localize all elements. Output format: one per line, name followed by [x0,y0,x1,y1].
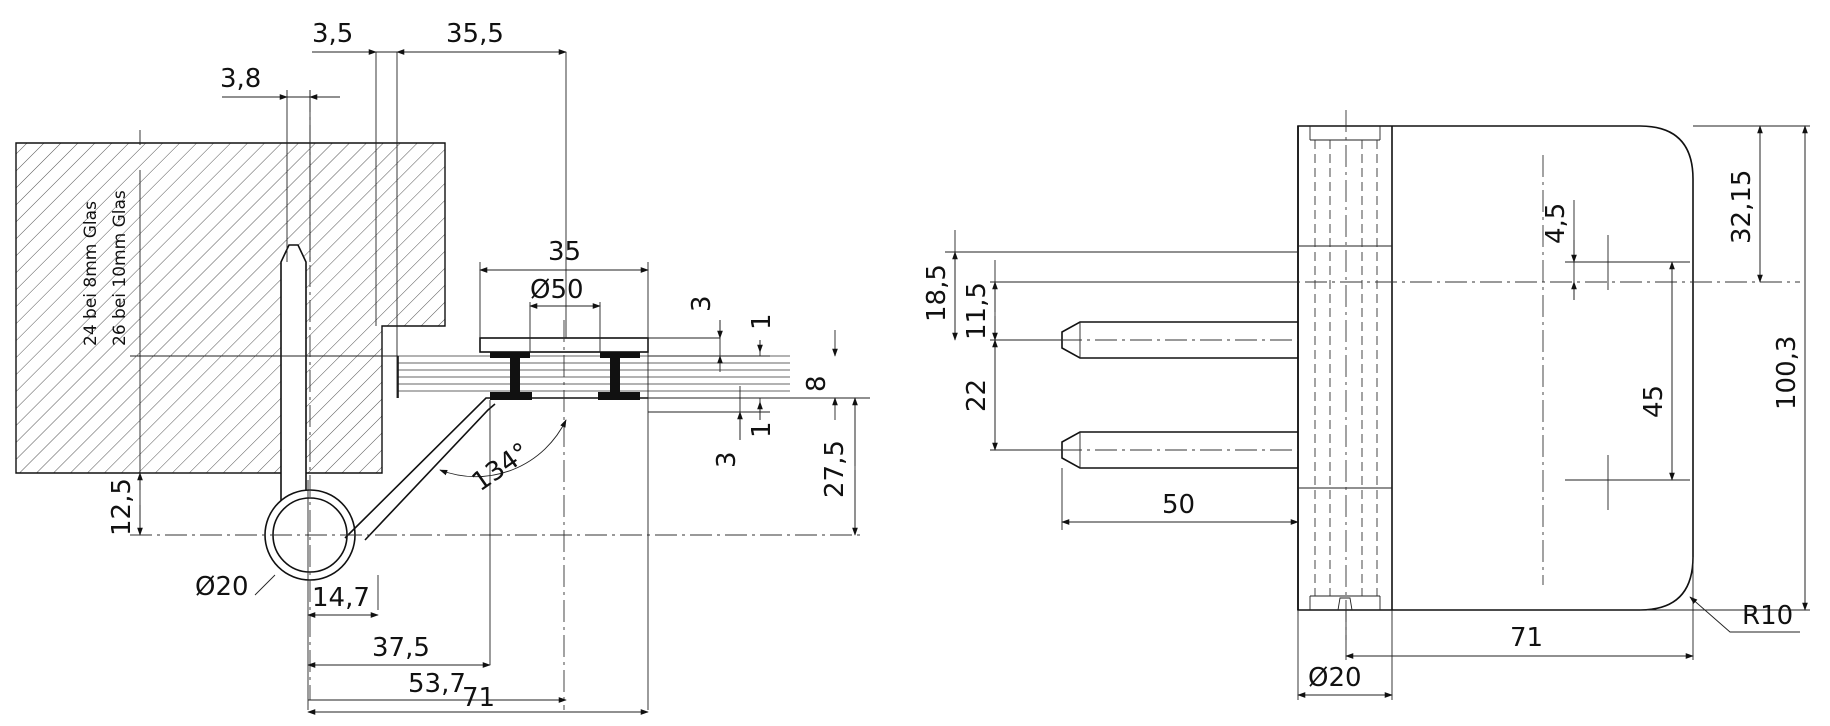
label-45: 45 [1639,385,1669,418]
hinge-arm [344,397,648,539]
label-53-7: 53,7 [408,669,466,699]
right-front-view: 18,5 11,5 22 50 4,5 45 32,15 100,3 71 Ø2… [922,110,1810,700]
label-35: 35 [548,237,581,267]
label-3-8: 3,8 [220,64,261,94]
label-22: 22 [962,379,992,412]
label-71-right: 71 [1510,623,1543,653]
wall-section [15,142,446,474]
glass-panel [397,355,790,398]
label-1-bot: 1 [747,421,777,438]
label-angle: 134° [467,437,536,498]
label-100-3: 100,3 [1772,336,1802,410]
label-37-5: 37,5 [372,633,430,663]
label-dia50: Ø50 [530,275,584,305]
label-27-5: 27,5 [820,440,850,498]
note-10mm-glass: 26 bei 10mm Glas [110,190,130,346]
label-3-bot: 3 [712,451,742,468]
label-8: 8 [802,375,832,392]
hinge-arm-inner [364,403,496,541]
label-35-5: 35,5 [446,19,504,49]
label-12-5: 12,5 [107,478,137,536]
left-section-view: 3,8 3,5 35,5 35 Ø50 3 1 8 1 3 134° 27,5 … [15,19,870,715]
label-3-5: 3,5 [312,19,353,49]
label-71: 71 [462,683,495,713]
angle-arc [439,419,567,478]
label-50: 50 [1162,490,1195,520]
r10-leader [1689,596,1800,633]
clamp-right [598,352,640,400]
bottom-notch [1337,597,1353,611]
label-dia20-right: Ø20 [1308,663,1362,693]
label-r10: R10 [1742,601,1793,631]
clamp-left [490,352,532,400]
label-11-5: 11,5 [962,282,992,340]
hinge-plate-outline [1297,125,1694,611]
label-3-top: 3 [687,295,717,312]
note-8mm-glass: 24 bei 8mm Glas [81,201,101,346]
label-32-15: 32,15 [1727,170,1757,244]
label-18-5: 18,5 [922,264,952,322]
label-1-top: 1 [747,313,777,330]
hinge-pin [280,244,307,503]
label-4-5: 4,5 [1541,203,1571,244]
dia20-leader [254,574,276,596]
label-dia20: Ø20 [195,572,249,602]
label-14-7: 14,7 [312,583,370,613]
